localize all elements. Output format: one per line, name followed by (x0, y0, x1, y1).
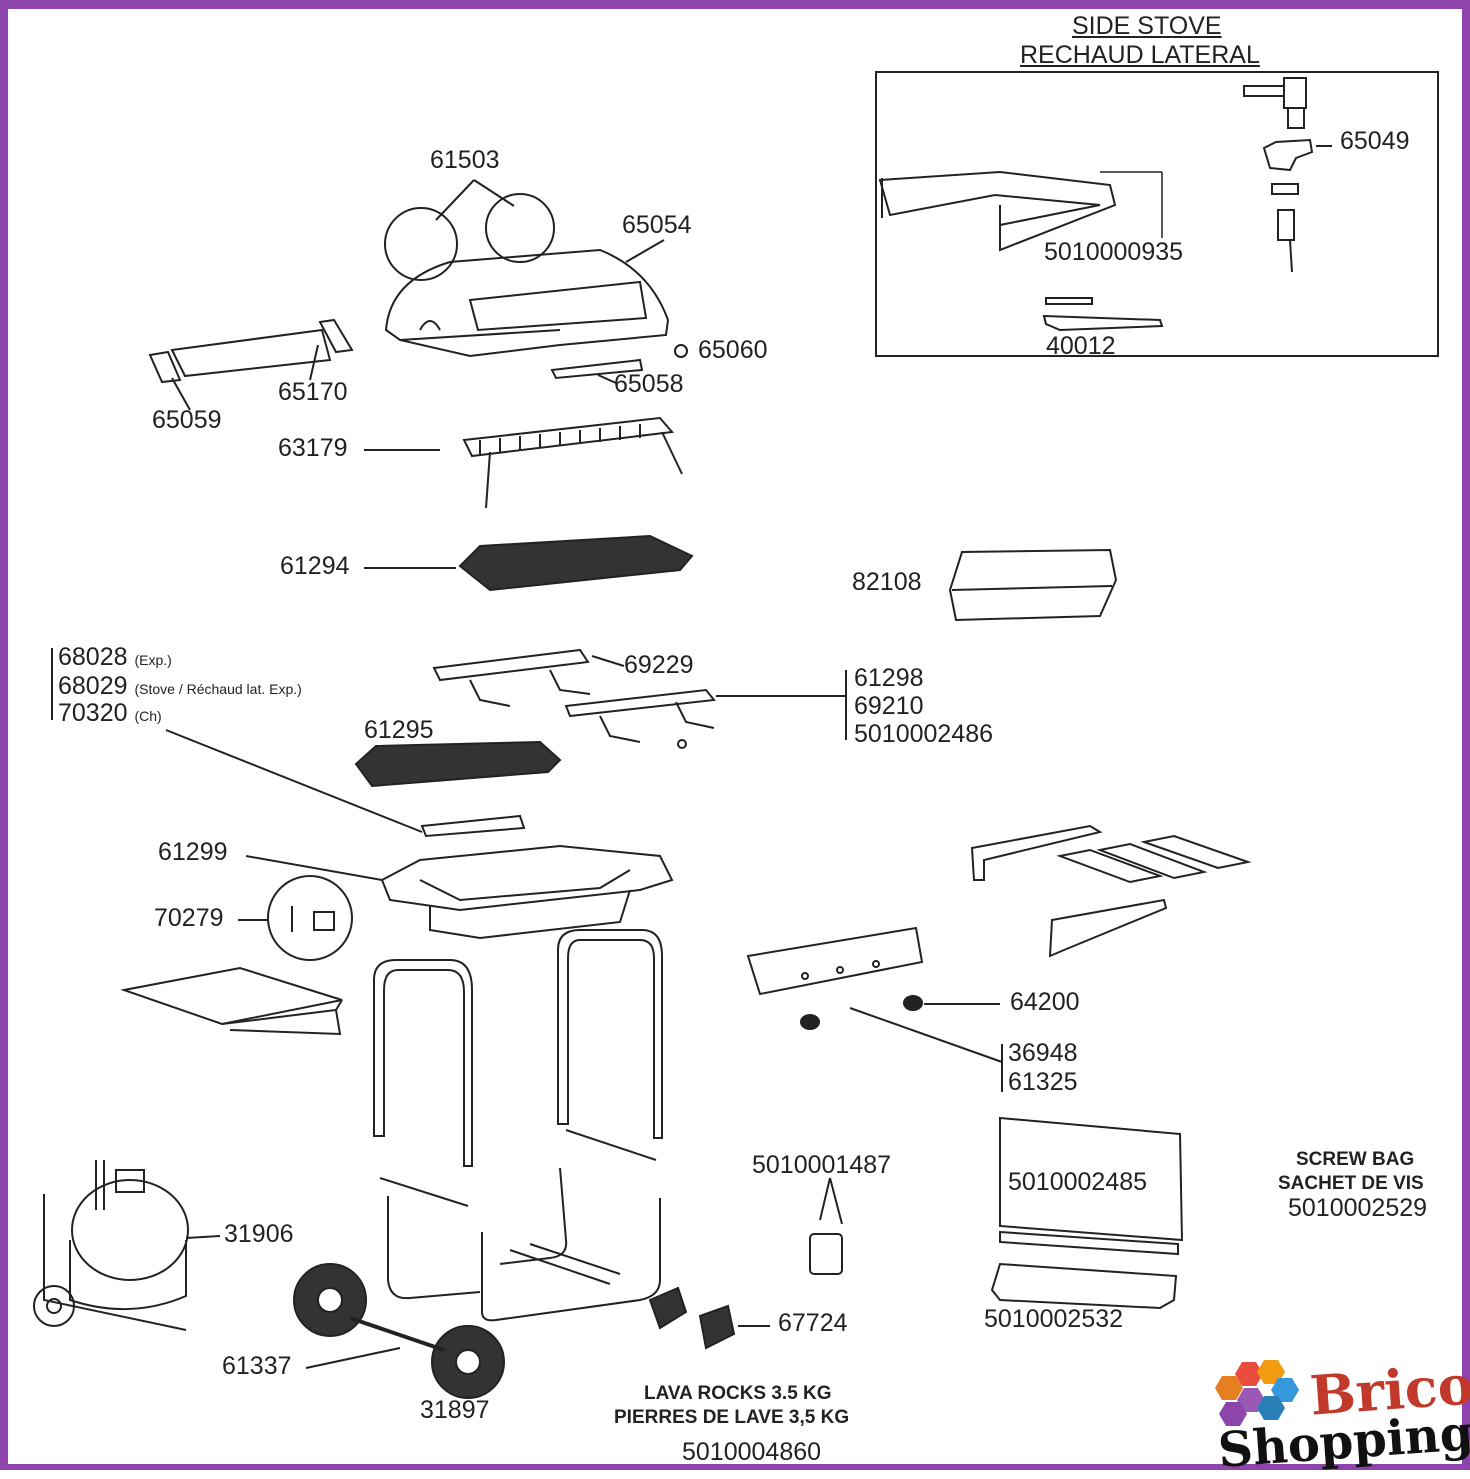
cooking-grid (458, 534, 694, 592)
label-36948: 36948 (1008, 1039, 1078, 1067)
label-5010001487: 5010001487 (752, 1151, 892, 1179)
label-5010000935: 5010000935 (1044, 238, 1184, 266)
label-65060: 65060 (698, 336, 768, 364)
screw-bag-title-fr: SACHET DE VIS (1278, 1173, 1424, 1194)
right-shelf-parts (970, 824, 1252, 958)
label-63179: 63179 (278, 434, 348, 462)
gas-bottle (33, 1160, 189, 1331)
label-61503: 61503 (430, 146, 500, 174)
knob-circle-left (384, 207, 458, 281)
label-68028: 68028 (Exp.) (58, 643, 172, 671)
rear-panel (999, 1116, 1184, 1256)
cart-frame (373, 929, 663, 1322)
lava-rocks-title-fr: PIERRES DE LAVE 3,5 KG (614, 1407, 850, 1428)
label-82108: 82108 (852, 568, 922, 596)
lighting-tool (809, 1177, 843, 1275)
label-64200: 64200 (1010, 988, 1080, 1016)
label-65049: 65049 (1340, 127, 1410, 155)
label-69229: 69229 (624, 651, 694, 679)
label-5010002485: 5010002485 (1008, 1168, 1148, 1196)
lid-bolt (674, 344, 688, 358)
label-65170: 65170 (278, 378, 348, 406)
label-5010002532: 5010002532 (984, 1305, 1124, 1333)
bottom-tray (990, 1262, 1178, 1310)
label-61337: 61337 (222, 1352, 292, 1380)
lid-hinge (550, 358, 644, 380)
label-65054: 65054 (622, 211, 692, 239)
burner-tube (420, 814, 526, 838)
screw-bag-code: 5010002529 (1288, 1194, 1428, 1222)
label-69210: 69210 (854, 692, 924, 720)
burner-bracket (432, 648, 716, 749)
label-61295: 61295 (364, 716, 434, 744)
control-panel (746, 926, 924, 996)
knob-circle-right (485, 193, 555, 263)
label-61325: 61325 (1008, 1068, 1078, 1096)
label-70320: 70320 (Ch) (58, 699, 162, 727)
lava-rocks-code: 5010004860 (682, 1438, 822, 1466)
label-61294: 61294 (280, 552, 350, 580)
wheel-axle (293, 1263, 505, 1399)
warming-rack (462, 416, 683, 509)
label-40012: 40012 (1046, 332, 1116, 360)
label-67724: 67724 (778, 1309, 848, 1337)
label-65058: 65058 (614, 370, 684, 398)
label-65059: 65059 (152, 406, 222, 434)
firebox (380, 844, 674, 940)
label-5010002486: 5010002486 (854, 720, 994, 748)
label-31906: 31906 (224, 1220, 294, 1248)
igniter-circle (267, 875, 353, 961)
label-68029: 68029 (Stove / Réchaud lat. Exp.) (58, 672, 302, 700)
side-stove-box (875, 71, 1439, 357)
left-side-table (120, 966, 343, 1036)
stove-valve (1243, 77, 1332, 273)
label-31897: 31897 (420, 1396, 490, 1424)
grill-lid (384, 248, 670, 358)
label-70279: 70279 (154, 904, 224, 932)
side-stove-title: SIDE STOVE (1072, 12, 1222, 40)
foot-left (648, 1286, 688, 1330)
logo-hexagons-icon (1215, 1360, 1299, 1426)
knob-left (800, 1014, 820, 1030)
side-shelf-top (148, 318, 354, 384)
side-stove-frame (878, 170, 1117, 252)
screw-bag-title: SCREW BAG (1296, 1149, 1415, 1170)
heat-plate (948, 548, 1118, 622)
lava-rocks-title: LAVA ROCKS 3.5 KG (644, 1383, 832, 1404)
foot-right (698, 1304, 736, 1350)
side-stove-title-fr: RECHAUD LATERAL (1020, 41, 1260, 69)
label-61299: 61299 (158, 838, 228, 866)
knob-right (903, 995, 923, 1011)
brico-shopping-logo: Brico Shopping (1212, 1352, 1470, 1479)
stove-grate (1042, 297, 1164, 332)
label-61298: 61298 (854, 664, 924, 692)
lava-grid (354, 740, 562, 788)
